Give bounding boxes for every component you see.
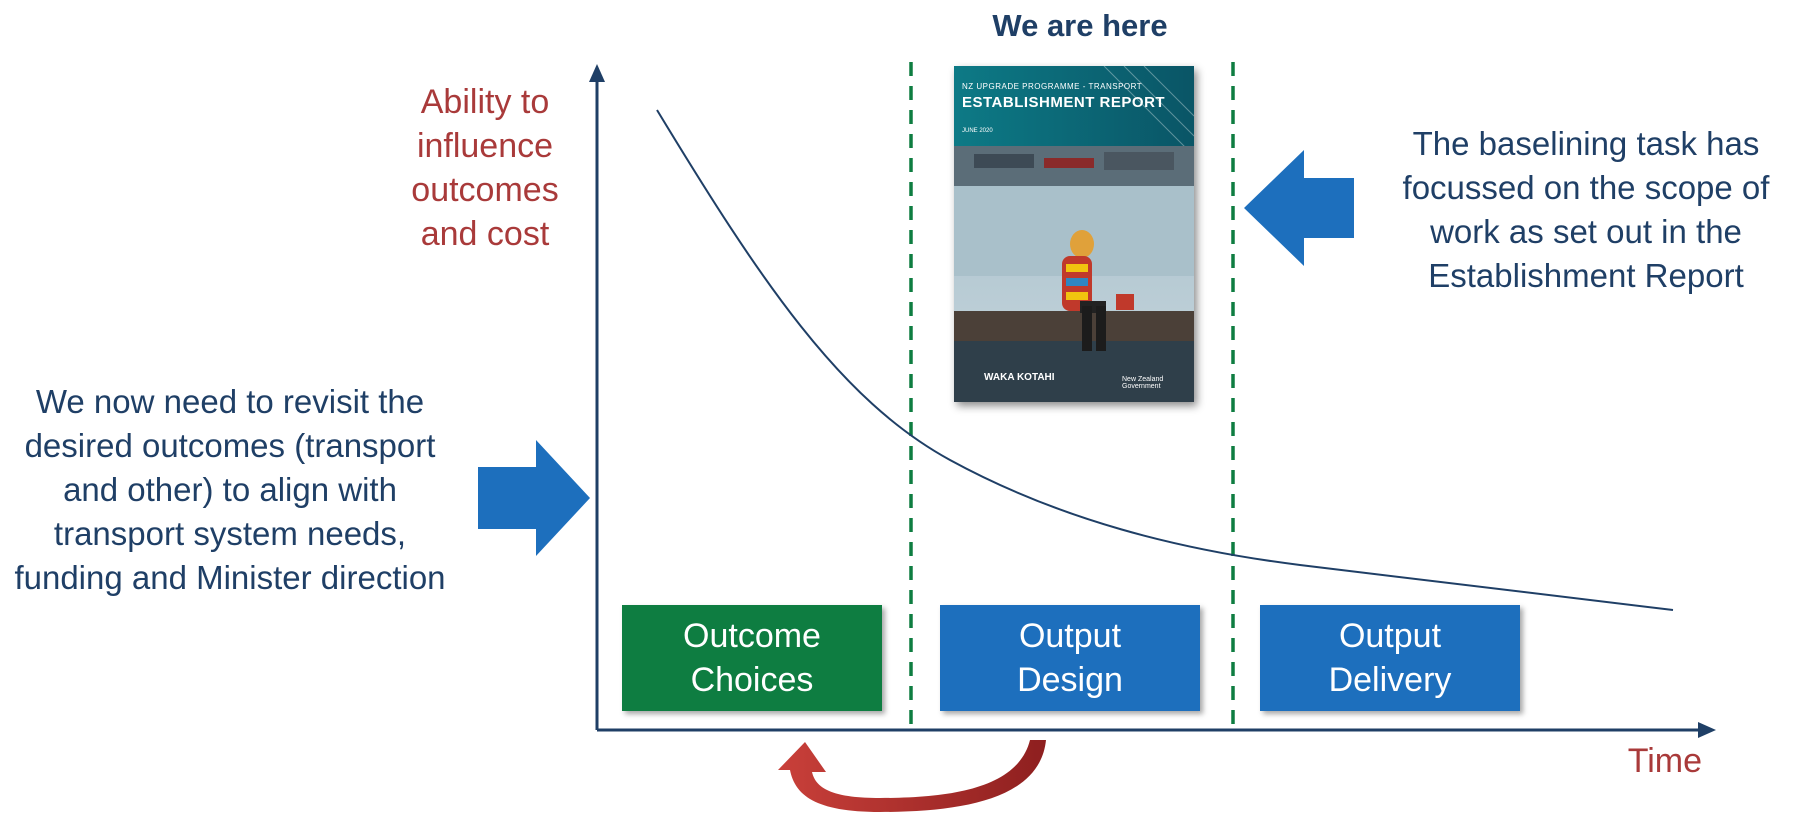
cover-title: ESTABLISHMENT REPORT	[962, 94, 1166, 111]
x-axis-arrowhead	[1698, 722, 1716, 738]
right-pointer-arrow	[1244, 150, 1354, 266]
right-note: The baselining task has focussed on the …	[1402, 125, 1770, 294]
phase-label-line2: Design	[1017, 661, 1123, 699]
establishment-report-cover: NZ UPGRADE PROGRAMME - TRANSPORT ESTABLI…	[954, 66, 1194, 402]
x-axis-label: Time	[1627, 742, 1702, 780]
phase-label-line1: Output	[1018, 617, 1122, 655]
left-note: We now need to revisit the desired outco…	[14, 383, 446, 596]
left-pointer-arrow	[478, 440, 590, 556]
waka-kotahi-logo: WAKA KOTAHI	[984, 372, 1055, 383]
cover-date: JUNE 2020	[962, 128, 993, 134]
phase-label-line1: Output	[1338, 617, 1442, 655]
phase-label-line1: Outcome	[683, 617, 821, 655]
y-axis-label: Ability to influence outcomes and cost	[411, 83, 559, 253]
cover-series-title: NZ UPGRADE PROGRAMME - TRANSPORT	[962, 82, 1143, 91]
phase-output-design: Output Design	[940, 605, 1200, 711]
feedback-curved-arrow	[778, 740, 1046, 812]
y-axis-arrowhead	[589, 64, 605, 82]
influence-curve	[656, 109, 1674, 611]
phase-outcome-choices: Outcome Choices	[622, 605, 882, 711]
phase-label-line2: Delivery	[1328, 661, 1452, 699]
we-are-here-label: We are here	[992, 8, 1168, 43]
phase-output-delivery: Output Delivery	[1260, 605, 1520, 711]
nz-government-logo: New Zealand Government	[1122, 376, 1164, 390]
phase-label-line2: Choices	[690, 661, 814, 699]
cover-photo	[954, 66, 1194, 402]
